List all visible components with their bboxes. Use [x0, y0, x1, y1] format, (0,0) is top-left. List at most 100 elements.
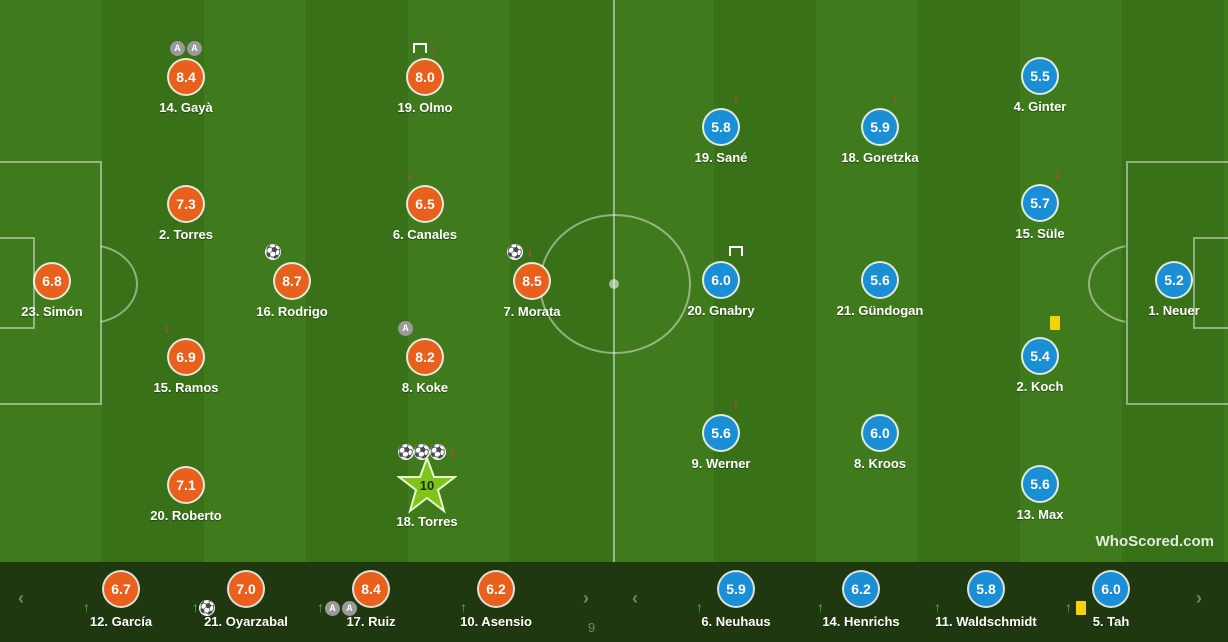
player-events: ↓ — [651, 394, 791, 412]
ball-icon: ⚽ — [429, 444, 446, 461]
player-torres-defender[interactable]: 7.3 2. Torres — [116, 187, 256, 242]
player-events: A — [355, 318, 495, 336]
sub-tah[interactable]: 6.0 5. Tah ↑ — [1041, 572, 1181, 629]
hidden-sub-number: 9 — [588, 620, 596, 635]
player-name: 2. Koch — [1016, 379, 1064, 394]
player-werner[interactable]: ↓ 5.6 9. Werner — [651, 395, 791, 471]
player-rating: 5.4 — [1023, 339, 1057, 373]
chevron-left-icon[interactable]: ‹ — [18, 588, 24, 608]
player-events: ↑ — [817, 598, 824, 616]
player-goretzka[interactable]: ↓ 5.9 18. Goretzka — [810, 89, 950, 165]
player-ginter[interactable]: 5.5 4. Ginter — [970, 59, 1110, 114]
player-rating: 6.7 — [104, 572, 138, 606]
arrow-down-icon: ↓ — [430, 39, 438, 55]
player-name: 9. Werner — [691, 456, 751, 471]
player-events: ⚽ ↓ — [462, 242, 602, 261]
arrow-up-icon: ↑ — [817, 599, 824, 615]
player-events: ↑ — [83, 598, 90, 616]
player-events: ↑ — [934, 598, 941, 616]
player-max[interactable]: 5.6 13. Max — [970, 467, 1110, 522]
player-name: 2. Torres — [159, 227, 213, 242]
arrow-down-icon: ↓ — [163, 319, 171, 335]
player-name: 8. Kroos — [853, 456, 906, 471]
player-simon[interactable]: 6.8 23. Simón — [0, 264, 122, 319]
player-morata[interactable]: ⚽ ↓ 8.5 7. Morata — [462, 243, 602, 319]
player-events — [970, 313, 1110, 331]
arrow-down-icon: ↓ — [732, 89, 740, 105]
player-rating: 8.0 — [408, 60, 442, 94]
player-koch[interactable]: 5.4 2. Koch — [970, 316, 1110, 394]
player-sule[interactable]: ↓ 5.7 15. Süle — [970, 165, 1110, 241]
player-rating: 10 — [419, 478, 435, 493]
sub-henrichs[interactable]: 6.2 14. Henrichs ↑ — [791, 572, 931, 629]
player-neuer[interactable]: 5.2 1. Neuer — [1104, 263, 1228, 318]
chevron-right-icon[interactable]: › — [1196, 588, 1202, 608]
player-name: 5. Tah — [1092, 614, 1130, 629]
substitutes-bar: ‹ › ‹ › 9 6.7 12. García ↑ 7.0 21. Oyarz… — [0, 562, 1228, 642]
player-events: ↑ — [696, 598, 703, 616]
player-koke[interactable]: A 8.2 8. Koke — [355, 320, 495, 395]
player-name: 4. Ginter — [1013, 99, 1067, 114]
player-events: ⚽⚽⚽ ↓ — [357, 442, 497, 461]
player-ramos[interactable]: ↓ 6.9 15. Ramos — [116, 319, 256, 395]
player-name: 14. Gayà — [159, 100, 213, 115]
sub-neuhaus[interactable]: 5.9 6. Neuhaus ↑ — [666, 572, 806, 629]
sub-waldschmidt[interactable]: 5.8 11. Waldschmidt ↑ — [916, 572, 1056, 629]
player-name: 16. Rodrigo — [256, 304, 328, 319]
player-name: 13. Max — [1016, 507, 1064, 522]
arrow-down-icon: ↓ — [1053, 165, 1061, 181]
star-icon: 10 — [397, 456, 457, 514]
player-gnabry[interactable]: 6.0 20. Gnabry — [651, 246, 791, 318]
player-events: ↓ — [355, 38, 495, 56]
player-sane[interactable]: ↓ 5.8 19. Sané — [651, 89, 791, 165]
assist-icon: A — [398, 320, 413, 336]
sub-garcia[interactable]: 6.7 12. García ↑ — [51, 572, 191, 629]
player-rating: 5.5 — [1023, 59, 1057, 93]
player-name: 6. Canales — [392, 227, 458, 242]
assist-icon: A — [187, 40, 202, 56]
player-name: 6. Neuhaus — [701, 614, 771, 629]
ball-icon: ⚽ — [397, 444, 414, 461]
sub-oyarzabal[interactable]: 7.0 21. Oyarzabal ↑⚽ — [176, 572, 316, 629]
player-rating: 6.5 — [408, 187, 442, 221]
arrow-up-icon: ↑ — [934, 599, 941, 615]
chevron-right-icon[interactable]: › — [583, 588, 589, 608]
player-canales[interactable]: ↓ 6.5 6. Canales — [355, 166, 495, 242]
arrow-down-icon: ↓ — [732, 395, 740, 411]
center-spot — [609, 279, 619, 289]
player-rating: 8.5 — [515, 264, 549, 298]
player-name: 12. García — [89, 614, 153, 629]
player-name: 19. Olmo — [397, 100, 453, 115]
player-name: 18. Torres — [396, 514, 458, 529]
player-name: 10. Asensio — [460, 614, 532, 629]
player-name: 8. Koke — [401, 380, 449, 395]
player-rating: 6.9 — [169, 340, 203, 374]
chevron-left-icon[interactable]: ‹ — [632, 588, 638, 608]
player-name: 23. Simón — [21, 304, 83, 319]
player-rating: 5.8 — [969, 572, 1003, 606]
player-roberto[interactable]: 7.1 20. Roberto — [116, 468, 256, 523]
player-rodrigo[interactable]: ⚽ 8.7 16. Rodrigo — [222, 244, 362, 319]
player-events: ↑ — [460, 598, 467, 616]
ball-icon: ⚽ — [265, 244, 282, 261]
player-events: ↓ — [355, 165, 495, 183]
player-gundogan[interactable]: 5.6 21. Gündogan — [810, 263, 950, 318]
sub-asensio[interactable]: 6.2 10. Asensio ↑ — [426, 572, 566, 629]
ball-icon: ⚽ — [413, 444, 430, 461]
player-rating: 5.8 — [704, 110, 738, 144]
player-rating: 6.2 — [479, 572, 513, 606]
player-name: 17. Ruiz — [346, 614, 396, 629]
player-rating: 5.9 — [719, 572, 753, 606]
player-rating: 8.4 — [169, 60, 203, 94]
player-events: ↓ — [116, 318, 256, 336]
player-kroos[interactable]: 6.0 8. Kroos — [810, 416, 950, 471]
player-rating: 7.0 — [229, 572, 263, 606]
player-olmo[interactable]: ↓ 8.0 19. Olmo — [355, 39, 495, 115]
player-name: 1. Neuer — [1148, 303, 1200, 318]
arrow-up-icon: ↑ — [696, 599, 703, 615]
player-torres-forward[interactable]: ⚽⚽⚽ ↓ 10 18. Torres — [357, 443, 497, 529]
arrow-up-icon: ↑ — [317, 599, 324, 615]
